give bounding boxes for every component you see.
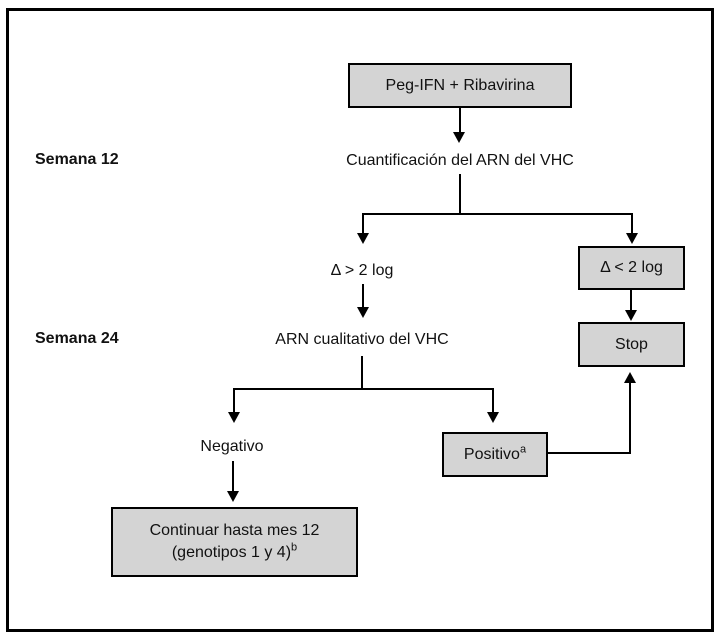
connector-positivo-to-stop-horizontal-line — [548, 452, 631, 454]
node-continuar-line2-wrap: (genotipos 1 y 4)b — [172, 542, 297, 564]
arrowhead-down-icon — [227, 491, 239, 502]
step-arn-cualitativo-label: ARN cualitativo del VHC — [275, 331, 449, 348]
connector-arn-stem-line — [361, 356, 363, 389]
connector-quant-right-drop-line — [631, 213, 633, 234]
node-positivo: Positivoa — [442, 432, 548, 477]
node-delta-lt-2log-label: Δ < 2 log — [600, 259, 663, 276]
node-continuar-line1: Continuar hasta mes 12 — [149, 522, 320, 539]
connector-arn-right-drop-line — [492, 388, 494, 413]
node-stop: Stop — [578, 322, 685, 367]
arrowhead-down-icon — [487, 412, 499, 423]
connector-arn-left-drop-line — [233, 388, 235, 413]
connector-arn-branch-line — [233, 388, 494, 390]
branch-negativo-label: Negativo — [200, 438, 264, 455]
connector-positivo-to-stop-vertical-line — [629, 383, 631, 454]
connector-quant-stem-line — [459, 174, 461, 214]
node-positivo-text: Positivo — [463, 445, 520, 463]
node-positivo-label: Positivoa — [464, 444, 526, 466]
step-cuantificacion-label: Cuantificación del ARN del VHC — [346, 152, 574, 169]
arrowhead-down-icon — [626, 233, 638, 244]
node-continuar-line2-text: (genotipos 1 y 4) — [171, 544, 292, 561]
node-continuar-footnote-marker: b — [291, 541, 298, 554]
arrow-deltalt-to-stop-line — [630, 290, 632, 311]
connector-quant-left-drop-line — [362, 213, 364, 234]
arrowhead-down-icon — [625, 310, 637, 321]
arrowhead-down-icon — [228, 412, 240, 423]
node-delta-lt-2log: Δ < 2 log — [578, 246, 685, 290]
week-12-label: Semana 12 — [35, 151, 119, 168]
node-positivo-footnote-marker: a — [519, 443, 527, 456]
diagram-frame — [6, 8, 714, 632]
branch-delta-gt-2log-label: Δ > 2 log — [330, 262, 394, 279]
week-24-label: Semana 24 — [35, 330, 119, 347]
arrowhead-up-icon — [624, 372, 636, 383]
arrow-peg-to-quant-line — [459, 108, 461, 133]
node-peg-ifn-ribavirina: Peg-IFN + Ribavirina — [348, 63, 572, 108]
node-peg-ifn-ribavirina-label: Peg-IFN + Ribavirina — [385, 76, 535, 94]
connector-quant-branch-line — [362, 213, 633, 215]
node-continuar-hasta-mes-12: Continuar hasta mes 12 (genotipos 1 y 4)… — [111, 507, 358, 577]
arrowhead-down-icon — [357, 233, 369, 244]
arrow-deltagt-to-arn-line — [362, 284, 364, 308]
arrowhead-down-icon — [453, 132, 465, 143]
arrowhead-down-icon — [357, 307, 369, 318]
node-stop-label: Stop — [615, 335, 648, 353]
arrow-negativo-to-continuar-line — [232, 461, 234, 492]
